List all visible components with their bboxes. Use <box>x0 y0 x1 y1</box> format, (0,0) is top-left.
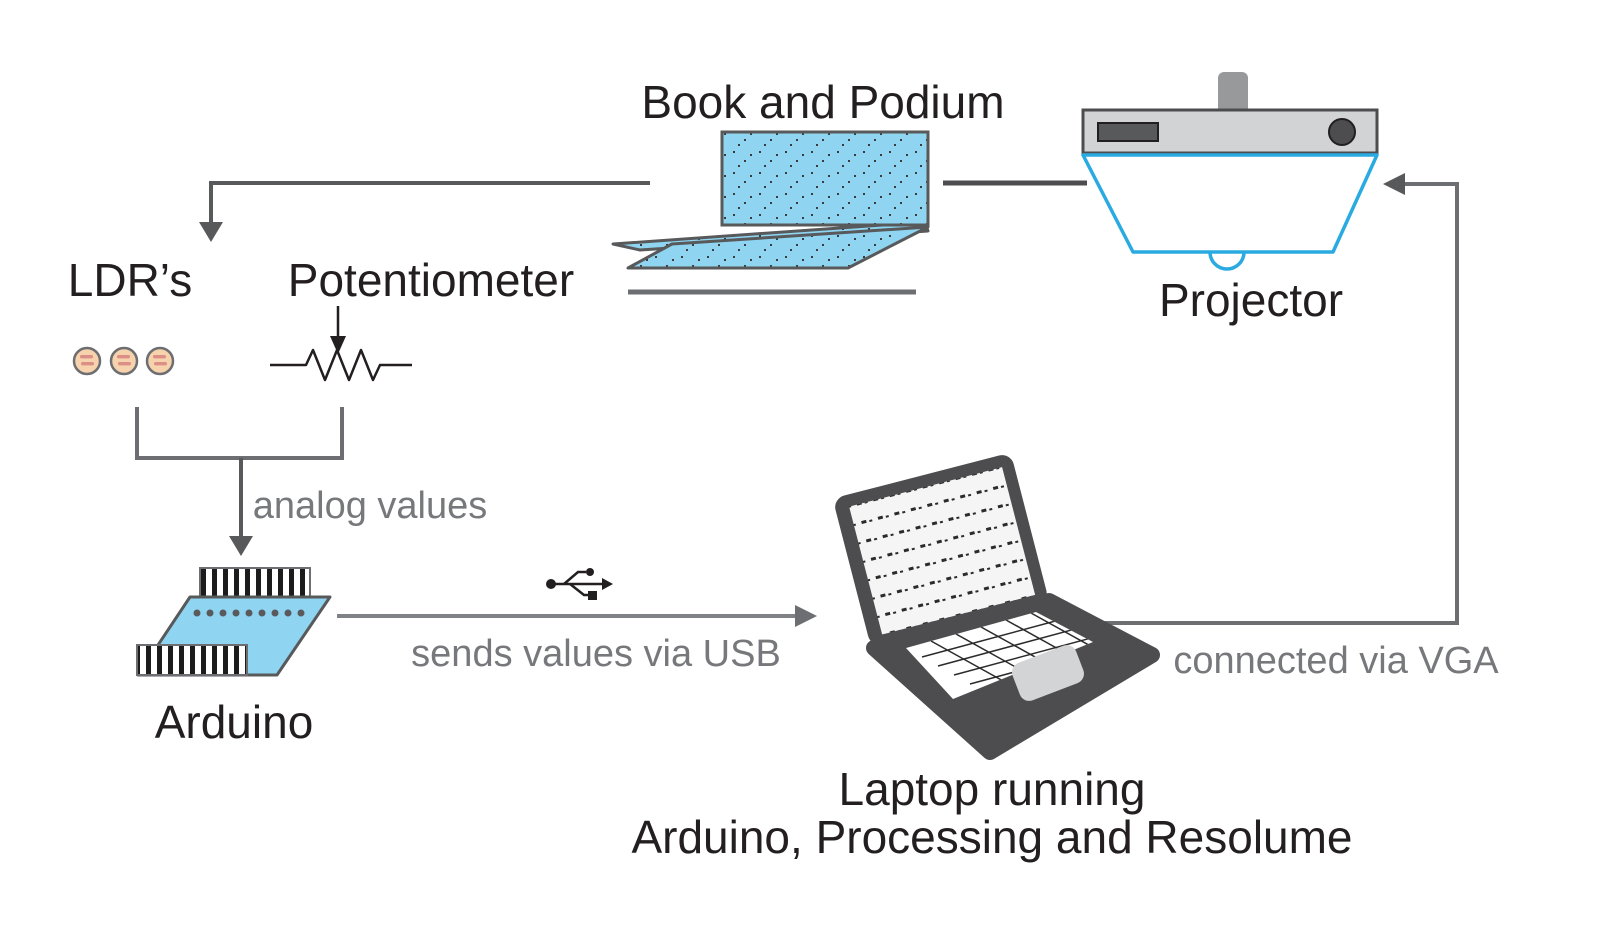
laptop-label-line1: Laptop running <box>839 763 1146 815</box>
arrow-arduino-to-laptop <box>337 605 817 627</box>
laptop-keyboard <box>906 612 1093 699</box>
laptop-screen <box>849 467 1036 635</box>
ldr-sensor-icon <box>145 346 175 376</box>
projector-lens-knob <box>1328 118 1356 146</box>
projector-label: Projector <box>1159 274 1343 326</box>
projector-body <box>1081 153 1379 254</box>
usb-trident-icon <box>546 568 613 600</box>
potentiometer-symbol-icon <box>270 306 412 382</box>
book-label: Book and Podium <box>641 76 1004 128</box>
projector-lens-bump <box>1208 251 1246 271</box>
ldr-node: LDR’s <box>68 254 192 376</box>
projector-mount <box>1218 72 1248 116</box>
arduino-solder-dots <box>193 609 305 617</box>
arduino-node: Arduino <box>136 567 332 748</box>
usb-label: sends values via USB <box>411 633 781 675</box>
projector-node: Projector <box>1081 72 1379 326</box>
laptop-node: Laptop running Arduino, Processing and R… <box>631 455 1353 863</box>
vga-label: connected via VGA <box>1173 640 1499 682</box>
arduino-bottom-pins <box>136 644 248 676</box>
arrow-book-to-ldrs <box>199 181 650 242</box>
projector-vent <box>1097 122 1159 142</box>
analog-values-label: analog values <box>253 485 488 527</box>
bracket-sensors <box>135 407 344 460</box>
arduino-top-pins <box>199 567 311 598</box>
book-back-page <box>720 130 930 227</box>
ldr-sensor-icon <box>72 346 102 376</box>
laptop-label-line2: Arduino, Processing and Resolume <box>631 811 1352 863</box>
potentiometer-wiper-arrow <box>330 306 346 354</box>
arrow-sensors-to-arduino <box>229 458 253 556</box>
arduino-label: Arduino <box>155 696 314 748</box>
laptop-touchpad <box>1012 645 1084 701</box>
potentiometer-node: Potentiometer <box>270 254 574 382</box>
book-node: Book and Podium <box>611 76 1005 295</box>
arrow-laptop-to-projector <box>1100 173 1459 625</box>
book-flat-page-right <box>626 225 930 270</box>
ldrs-label: LDR’s <box>68 254 192 306</box>
ldr-sensor-icon <box>109 346 139 376</box>
potentiometer-label: Potentiometer <box>288 254 574 306</box>
